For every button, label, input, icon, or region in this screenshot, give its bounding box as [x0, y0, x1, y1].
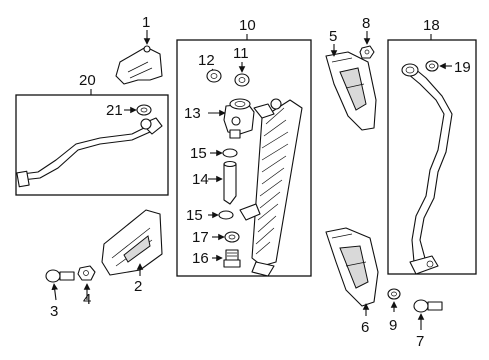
callout-12: 12 — [198, 52, 215, 69]
callout-8: 8 — [362, 15, 370, 32]
hose-20-part — [16, 117, 163, 188]
box-group-10 — [176, 39, 312, 277]
valve-housing-13-part — [223, 98, 255, 139]
callout-3: 3 — [50, 303, 58, 320]
seal-ring-19-part — [425, 60, 439, 72]
callout-11: 11 — [233, 45, 249, 62]
callout-4: 4 — [83, 291, 91, 308]
ring-15b-part — [218, 210, 234, 220]
callout-17: 17 — [192, 229, 209, 246]
pipe-18-part — [401, 63, 453, 275]
callout-2: 2 — [134, 278, 142, 295]
callout-15b: 15 — [186, 207, 203, 224]
callout-9: 9 — [389, 317, 397, 334]
shield-lower-6-part — [325, 227, 379, 307]
ring-15a-part — [222, 148, 238, 158]
callout-5: 5 — [329, 28, 337, 45]
callout-6: 6 — [361, 319, 369, 336]
washer-9-part — [387, 288, 401, 300]
leader-3 — [51, 283, 58, 301]
bracket-upper-part — [115, 45, 163, 85]
box-group-20 — [15, 94, 169, 196]
callout-7: 7 — [416, 333, 424, 350]
bracket-lower-part — [101, 209, 163, 276]
tube-14-part — [223, 160, 237, 205]
callout-13: 13 — [184, 105, 201, 122]
shield-upper-5-part — [325, 51, 377, 131]
callout-21: 21 — [106, 102, 123, 119]
callout-15a: 15 — [190, 145, 207, 162]
callout-18: 18 — [423, 17, 440, 34]
ring-12-part — [206, 69, 222, 83]
callout-19: 19 — [454, 59, 471, 76]
ring-17-part — [224, 231, 240, 243]
callout-14: 14 — [192, 171, 209, 188]
cooler-core-part — [239, 98, 303, 277]
callout-16: 16 — [192, 250, 209, 267]
ring-11-part — [234, 73, 250, 87]
leader-12 — [211, 68, 214, 71]
bolt-7-part — [413, 299, 443, 313]
box-group-18 — [387, 39, 477, 275]
drain-plug-16-part — [223, 249, 241, 268]
seal-ring-21-part — [136, 104, 152, 116]
bolt-part — [45, 269, 75, 283]
callout-1: 1 — [142, 14, 150, 31]
callout-20: 20 — [79, 72, 96, 89]
callout-10: 10 — [239, 17, 256, 34]
clip-8-part — [359, 45, 375, 59]
nut-part — [77, 265, 96, 281]
